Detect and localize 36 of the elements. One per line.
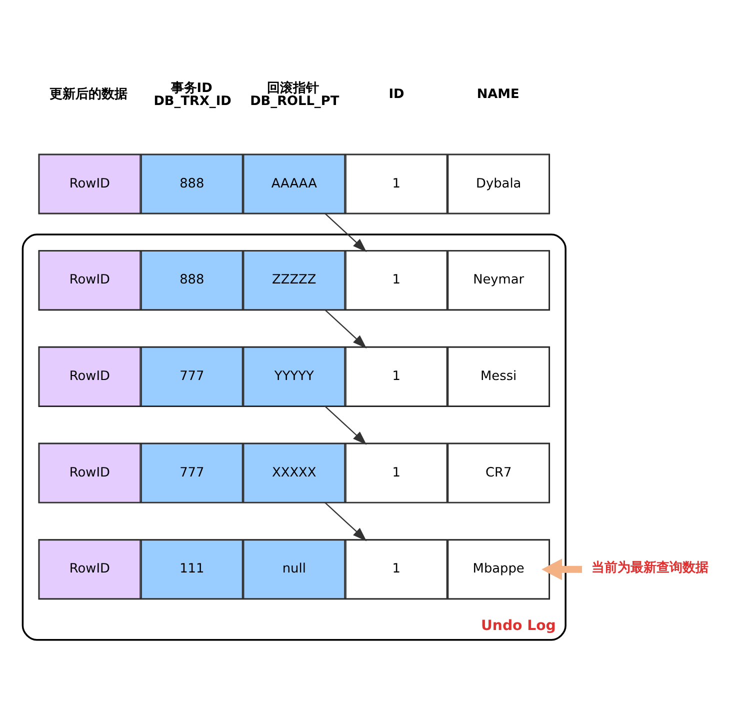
node-box: 1 bbox=[345, 346, 448, 406]
node-box: ZZZZZ bbox=[243, 250, 346, 310]
node-box: 888 bbox=[140, 250, 244, 310]
arrow bbox=[542, 558, 582, 580]
node-box: CR7 bbox=[448, 442, 550, 502]
node-box: Neymar bbox=[448, 250, 550, 310]
node-box: 888 bbox=[140, 154, 244, 214]
label: 回滚指针 DB_ROLL_PT bbox=[250, 80, 340, 109]
node-box: 111 bbox=[140, 538, 244, 599]
label: NAME bbox=[476, 86, 520, 102]
label: ID bbox=[388, 86, 404, 102]
node-box: null bbox=[243, 538, 346, 599]
arrow bbox=[324, 212, 367, 252]
node-box: RowID bbox=[38, 250, 141, 310]
node-box: 1 bbox=[345, 250, 448, 310]
node-box: RowID bbox=[38, 346, 141, 406]
node-box: AAAAA bbox=[243, 154, 346, 214]
node-box: Messi bbox=[448, 346, 550, 406]
node-box: 1 bbox=[345, 538, 448, 599]
label: 事务ID DB_TRX_ID bbox=[154, 80, 232, 109]
node-box: RowID bbox=[38, 442, 141, 502]
node-box: 1 bbox=[345, 442, 448, 502]
node-box: 777 bbox=[140, 346, 244, 406]
node-box: RowID bbox=[38, 538, 141, 599]
node-box: XXXXX bbox=[243, 442, 346, 502]
node-box: YYYYY bbox=[243, 346, 346, 406]
label: 更新后的数据 bbox=[50, 86, 128, 102]
arrow bbox=[324, 501, 367, 541]
node-box: RowID bbox=[38, 154, 141, 214]
node-box: 1 bbox=[345, 154, 448, 214]
arrow bbox=[324, 405, 367, 444]
node-box: Dybala bbox=[448, 154, 550, 214]
arrow bbox=[324, 308, 367, 348]
node-box: 777 bbox=[140, 442, 244, 502]
node-text: 当前为最新查询数据 bbox=[591, 560, 708, 576]
node-box: Mbappe bbox=[448, 538, 550, 599]
